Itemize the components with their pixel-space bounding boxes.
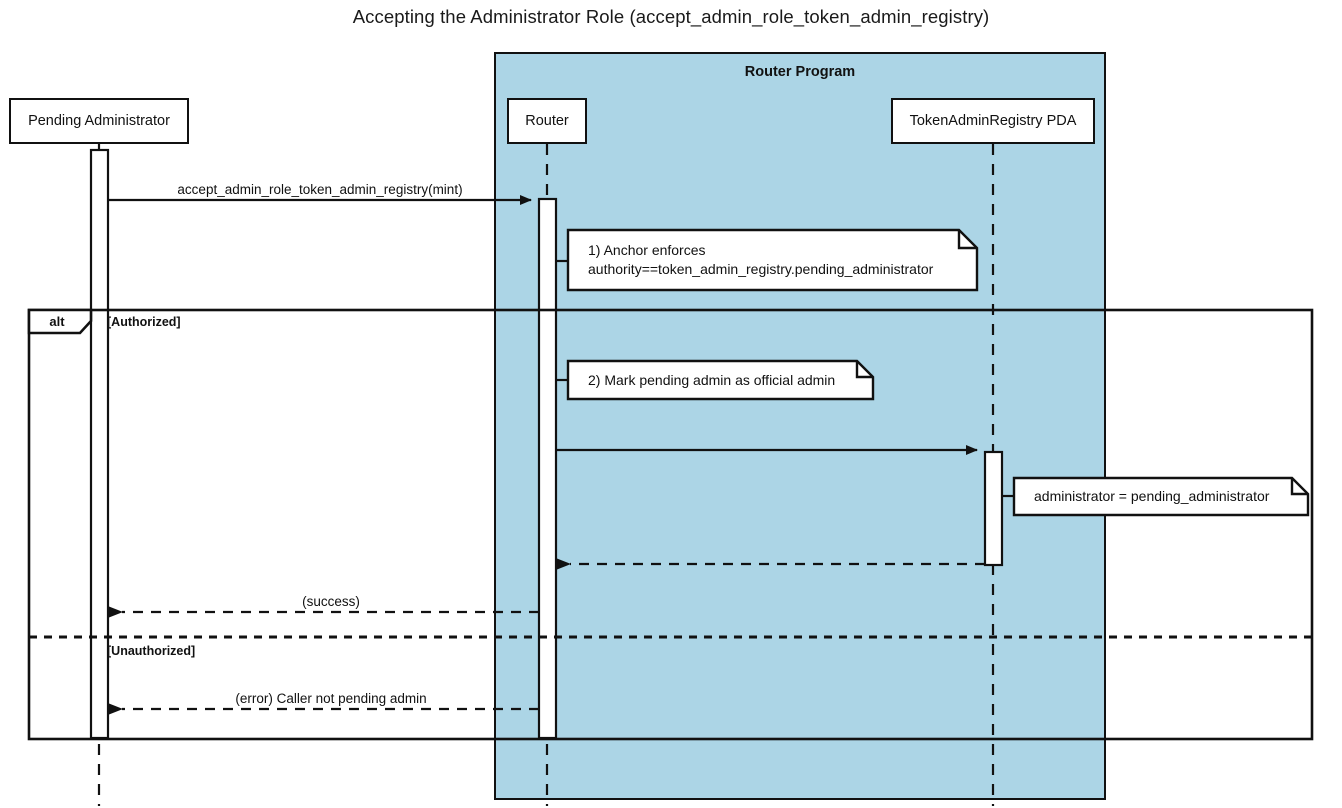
participant-router[interactable]: Router <box>507 98 587 144</box>
activation-token-admin-registry-pda <box>983 450 1004 567</box>
message-label-accept-call: accept_admin_role_token_admin_registry(m… <box>177 182 463 197</box>
participant-token-admin-registry-pda[interactable]: TokenAdminRegistry PDA <box>891 98 1095 144</box>
alt-guard-authorized: [Authorized] <box>107 315 181 329</box>
note-administrator-assignment: administrator = pending_administrator <box>1014 478 1308 515</box>
page-title: Accepting the Administrator Role (accept… <box>352 6 990 27</box>
note-anchor-enforces-text: 1) Anchor enforces authority==token_admi… <box>588 242 934 277</box>
activation-router <box>537 197 558 740</box>
note-anchor-enforces: 1) Anchor enforces authority==token_admi… <box>568 230 977 290</box>
note-mark-pending-admin: 2) Mark pending admin as official admin <box>568 361 873 399</box>
alt-operator-label: alt <box>49 314 65 329</box>
activation-pending-administrator <box>89 148 110 740</box>
note-mark-pending-admin-text: 2) Mark pending admin as official admin <box>588 371 836 388</box>
note-shape-anchor-enforces <box>566 228 979 292</box>
note-fold-mark-pending-admin <box>855 361 873 379</box>
participant-label-router: Router <box>525 112 569 129</box>
participant-pending-administrator[interactable]: Pending Administrator <box>9 98 189 144</box>
note-fold-administrator-assignment <box>1290 478 1308 496</box>
note-fold-anchor-enforces <box>957 230 977 250</box>
message-label-error-return: (error) Caller not pending admin <box>235 691 427 706</box>
alt-fragment-frame <box>27 308 1314 741</box>
note-administrator-assignment-text: administrator = pending_administrator <box>1034 488 1270 505</box>
participant-label-pending-administrator: Pending Administrator <box>28 112 170 129</box>
router-program-label: Router Program <box>744 64 856 80</box>
router-program-box <box>494 52 1106 800</box>
participant-label-token-admin-registry-pda: TokenAdminRegistry PDA <box>909 112 1077 129</box>
note-shape-administrator-assignment <box>1012 476 1310 517</box>
alt-guard-unauthorized: [Unauthorized] <box>107 644 196 658</box>
note-shape-mark-pending-admin <box>566 359 875 401</box>
message-label-success-return: (success) <box>302 594 360 609</box>
